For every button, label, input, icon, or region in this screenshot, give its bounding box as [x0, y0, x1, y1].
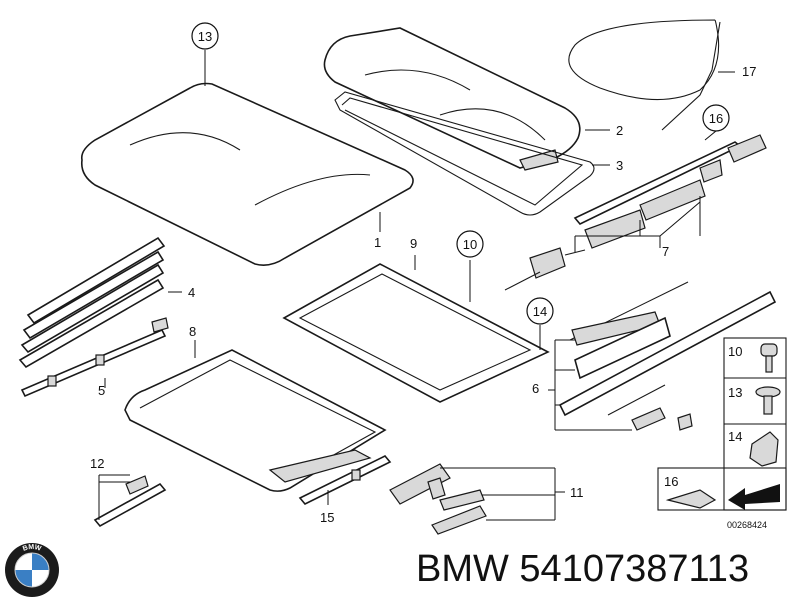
- callout-10: 10: [456, 230, 484, 258]
- legend-box: [657, 337, 787, 511]
- callout-4: 4: [188, 285, 195, 300]
- callout-16: 16: [702, 104, 730, 132]
- drawing-reference-code: 00268424: [727, 520, 767, 530]
- guide-rail: [504, 134, 767, 291]
- callout-13: 13: [191, 22, 219, 50]
- legend-16-label: 16: [664, 474, 678, 489]
- legend-13-label: 13: [728, 385, 742, 400]
- callout-9: 9: [410, 236, 417, 251]
- callout-14: 14: [526, 297, 554, 325]
- trim-strip: [20, 328, 167, 398]
- legend-14-label: 14: [728, 429, 742, 444]
- clip-set: [93, 475, 167, 528]
- side-rail-assembly: [558, 281, 777, 431]
- callout-13-text: 13: [198, 29, 212, 44]
- frame: [282, 263, 550, 403]
- legend-row-16: 16: [664, 474, 780, 510]
- legend-row-14: 14: [728, 429, 779, 467]
- callout-14-text: 14: [533, 304, 547, 319]
- callout-6: 6: [532, 381, 539, 396]
- callout-10-text: 10: [463, 237, 477, 252]
- callout-1: 1: [374, 235, 381, 250]
- callout-7: 7: [662, 244, 669, 259]
- mechanism-parts: [389, 463, 487, 535]
- seal-frame: [334, 91, 595, 216]
- legend-row-13: 13: [728, 385, 781, 415]
- callout-12: 12: [90, 456, 104, 471]
- callout-15: 15: [320, 510, 334, 525]
- leader-lines: [98, 50, 735, 521]
- callout-2: 2: [616, 123, 623, 138]
- bmw-logo-icon: BMW: [5, 543, 59, 597]
- callout-8: 8: [189, 324, 196, 339]
- callout-5: 5: [98, 383, 105, 398]
- logo-letters-path: BMW: [22, 544, 42, 553]
- wind-deflector-strips: [18, 236, 169, 369]
- part-number-title: BMW 54107387113: [416, 548, 750, 590]
- callout-11: 11: [570, 485, 584, 500]
- sunroof-panel: [80, 82, 414, 266]
- sunshade: [124, 349, 387, 492]
- callout-17: 17: [742, 64, 756, 79]
- drain-cable: [568, 19, 721, 131]
- logo-letters: BMW: [22, 544, 42, 553]
- callout-16-text: 16: [709, 111, 723, 126]
- bracket: [298, 455, 392, 505]
- legend-row-10: 10: [728, 343, 778, 373]
- legend-10-label: 10: [728, 344, 742, 359]
- callout-3: 3: [616, 158, 623, 173]
